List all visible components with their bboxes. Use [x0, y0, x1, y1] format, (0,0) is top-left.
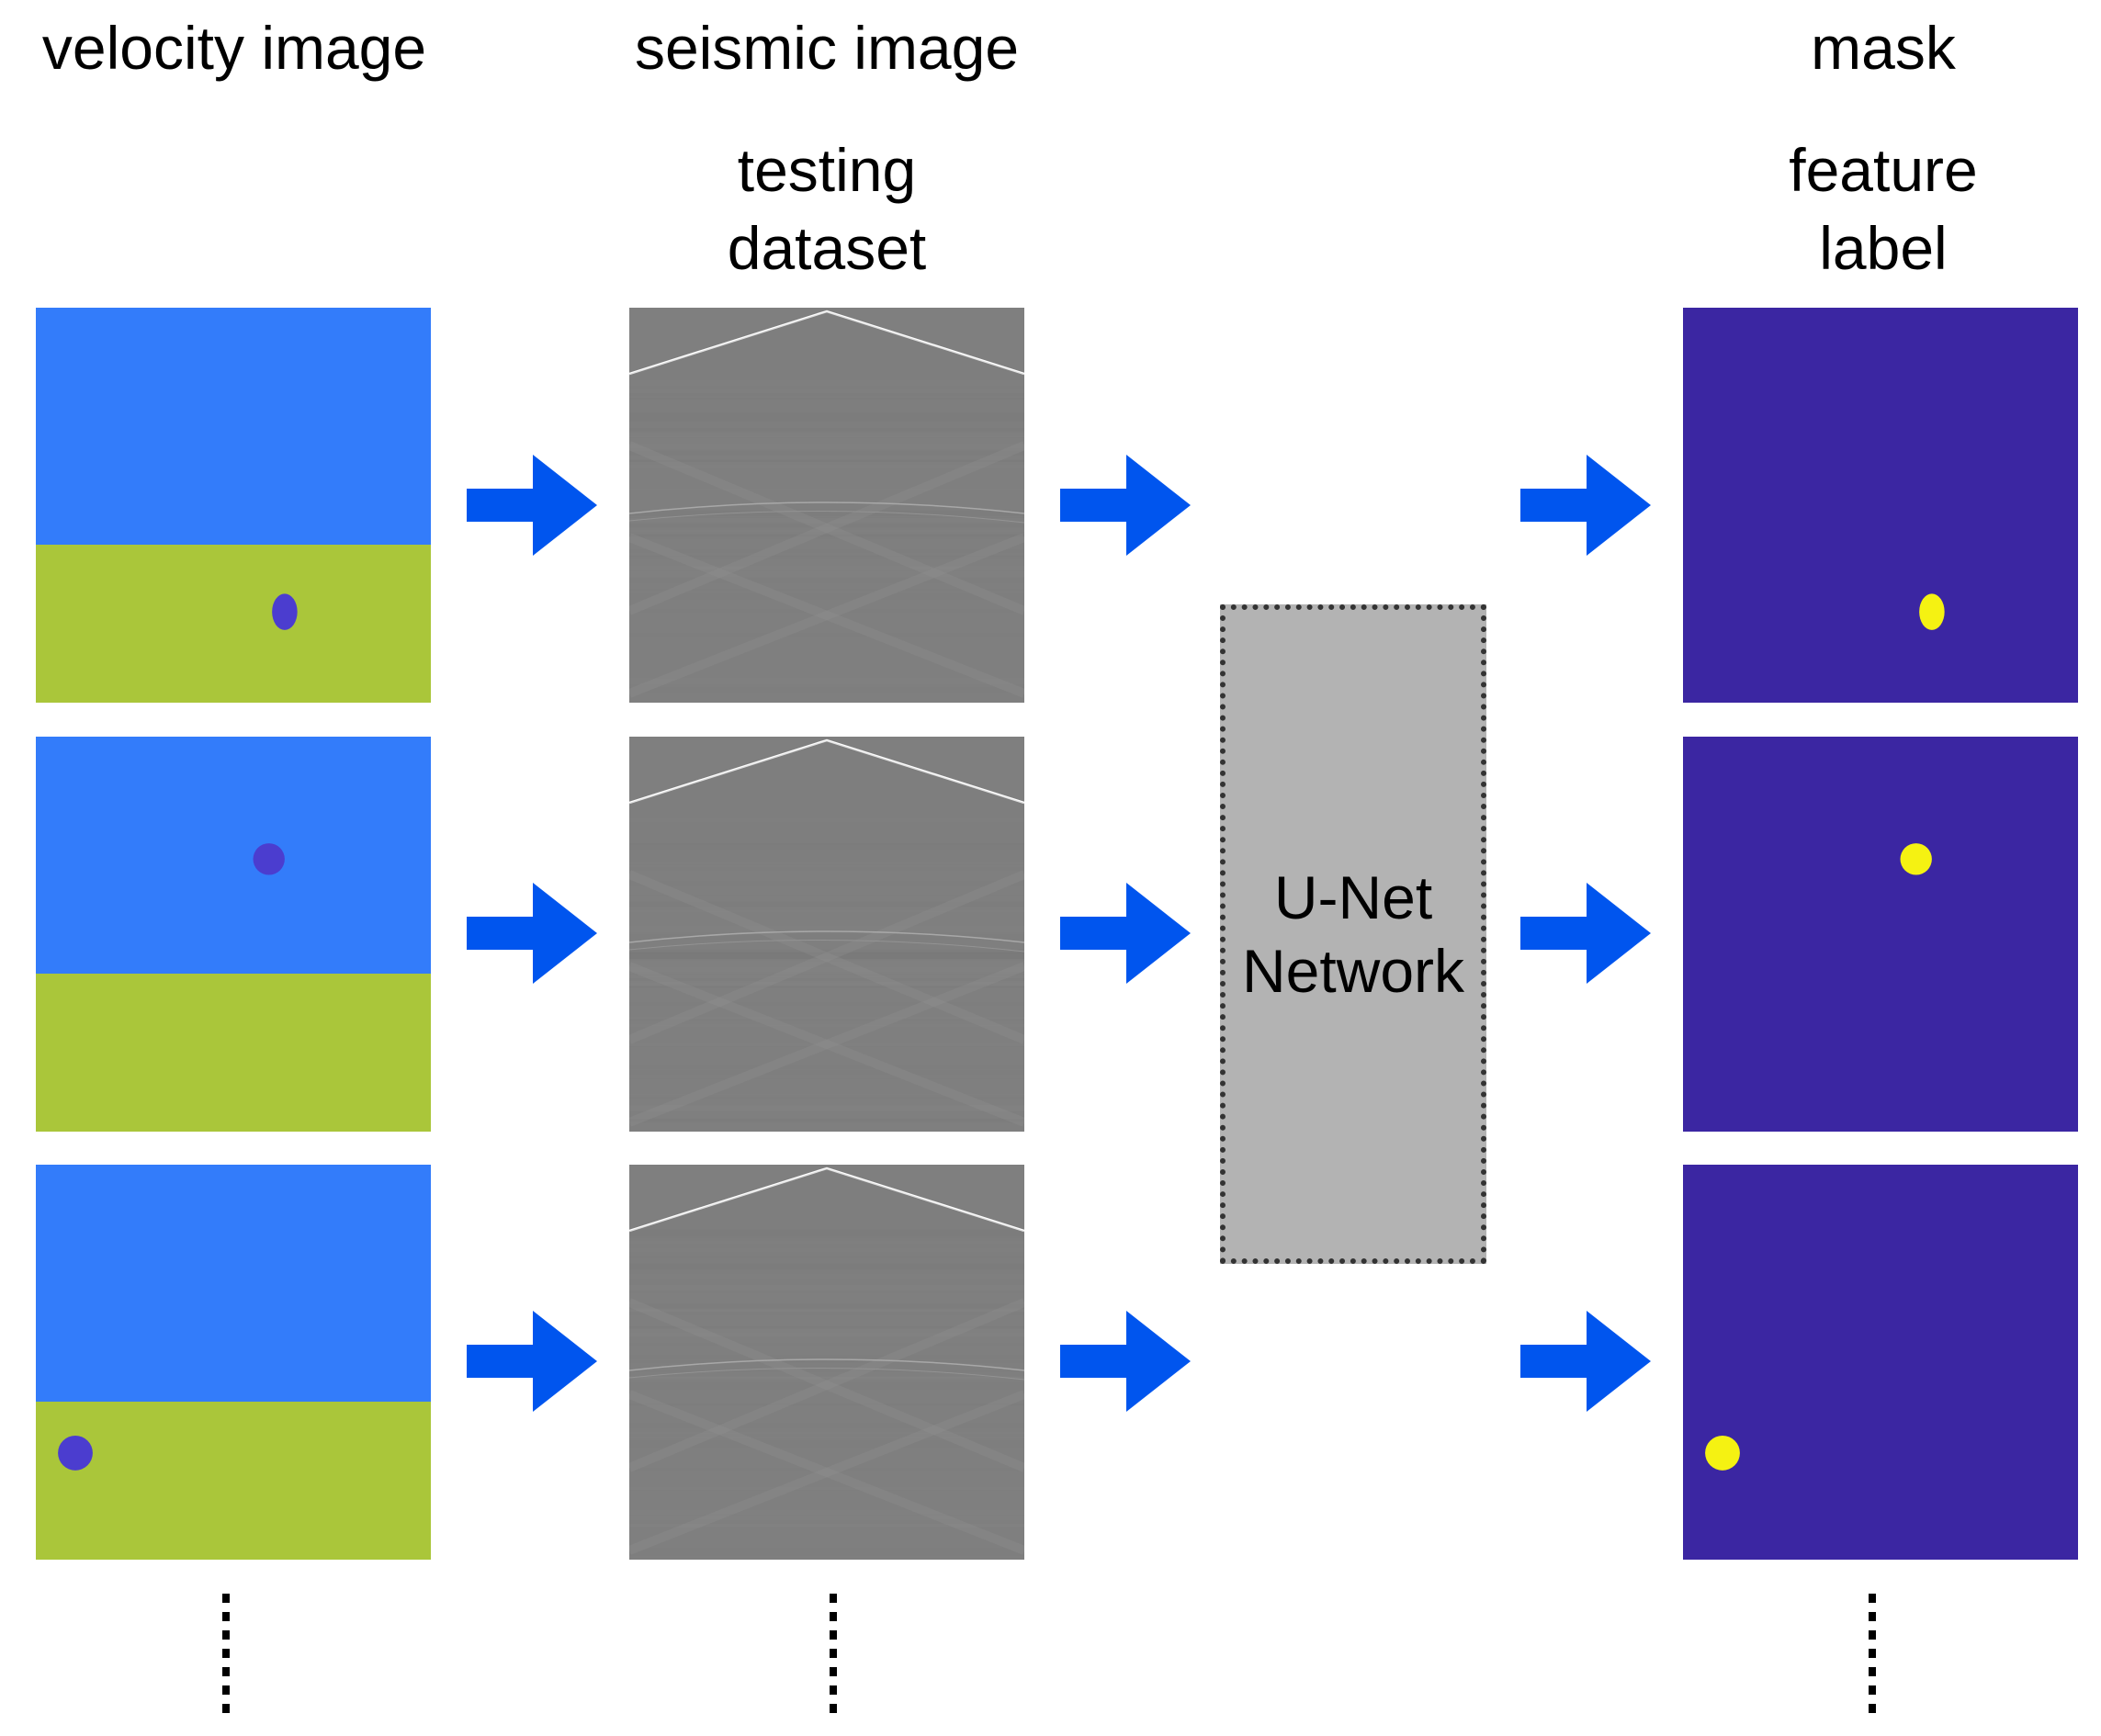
right-arrow-icon	[1520, 883, 1651, 984]
velocity-image	[36, 737, 431, 1132]
mask-image	[1683, 1165, 2078, 1560]
mask-image	[1683, 308, 2078, 703]
velocity-image	[36, 308, 431, 703]
velocity-column-title: velocity image	[41, 14, 427, 82]
mask-image	[1683, 737, 2078, 1132]
seismic-image	[629, 308, 1024, 703]
mask-column-subtitle-line2: label	[1819, 214, 1948, 282]
right-arrow-icon	[1520, 455, 1651, 556]
reflection-curve	[629, 502, 1024, 514]
seismic-column-subtitle-line1: testing	[737, 136, 917, 204]
right-arrow-icon	[1060, 1311, 1191, 1412]
upper-layer	[36, 737, 431, 974]
reflection-curve	[629, 1358, 1024, 1371]
anomaly-ellipse	[253, 843, 285, 875]
mask-column-subtitle-line1: feature	[1789, 136, 1978, 204]
vertical-ellipsis-icon	[1868, 1594, 1877, 1713]
lower-layer	[36, 974, 431, 1132]
seismic-background	[629, 308, 1024, 703]
network-label-line1: U-Net	[1273, 863, 1433, 931]
right-arrow-icon	[467, 883, 597, 984]
anomaly-ellipse	[272, 593, 298, 630]
mask-background	[1683, 308, 2078, 703]
upper-layer	[36, 308, 431, 545]
seismic-background	[629, 737, 1024, 1132]
seismic-image	[629, 1165, 1024, 1560]
seismic-column-title: seismic image	[634, 14, 1020, 82]
reflection-curve	[629, 930, 1024, 943]
right-arrow-icon	[1060, 883, 1191, 984]
feature-ellipse	[1705, 1435, 1740, 1471]
seismic-column-subtitle-line2: dataset	[727, 214, 927, 282]
mask-column-title: mask	[1811, 14, 1956, 82]
anomaly-ellipse	[58, 1435, 93, 1471]
direct-wave	[629, 738, 1024, 805]
vertical-ellipsis-icon	[829, 1594, 838, 1713]
right-arrow-icon	[1060, 455, 1191, 556]
velocity-image	[36, 1165, 431, 1560]
feature-ellipse	[1900, 843, 1932, 875]
mask-background	[1683, 737, 2078, 1132]
seismic-image	[629, 737, 1024, 1132]
lower-layer	[36, 545, 431, 703]
network-label-line2: Network	[1241, 937, 1465, 1005]
lower-layer	[36, 1402, 431, 1560]
direct-wave	[629, 310, 1024, 376]
mask-background	[1683, 1165, 2078, 1560]
seismic-background	[629, 1165, 1024, 1560]
direct-wave	[629, 1167, 1024, 1233]
vertical-ellipsis-icon	[221, 1594, 231, 1713]
right-arrow-icon	[467, 455, 597, 556]
right-arrow-icon	[1520, 1311, 1651, 1412]
upper-layer	[36, 1165, 431, 1402]
unet-network-block: U-Net Network	[1220, 604, 1486, 1264]
feature-ellipse	[1919, 593, 1945, 630]
right-arrow-icon	[467, 1311, 597, 1412]
